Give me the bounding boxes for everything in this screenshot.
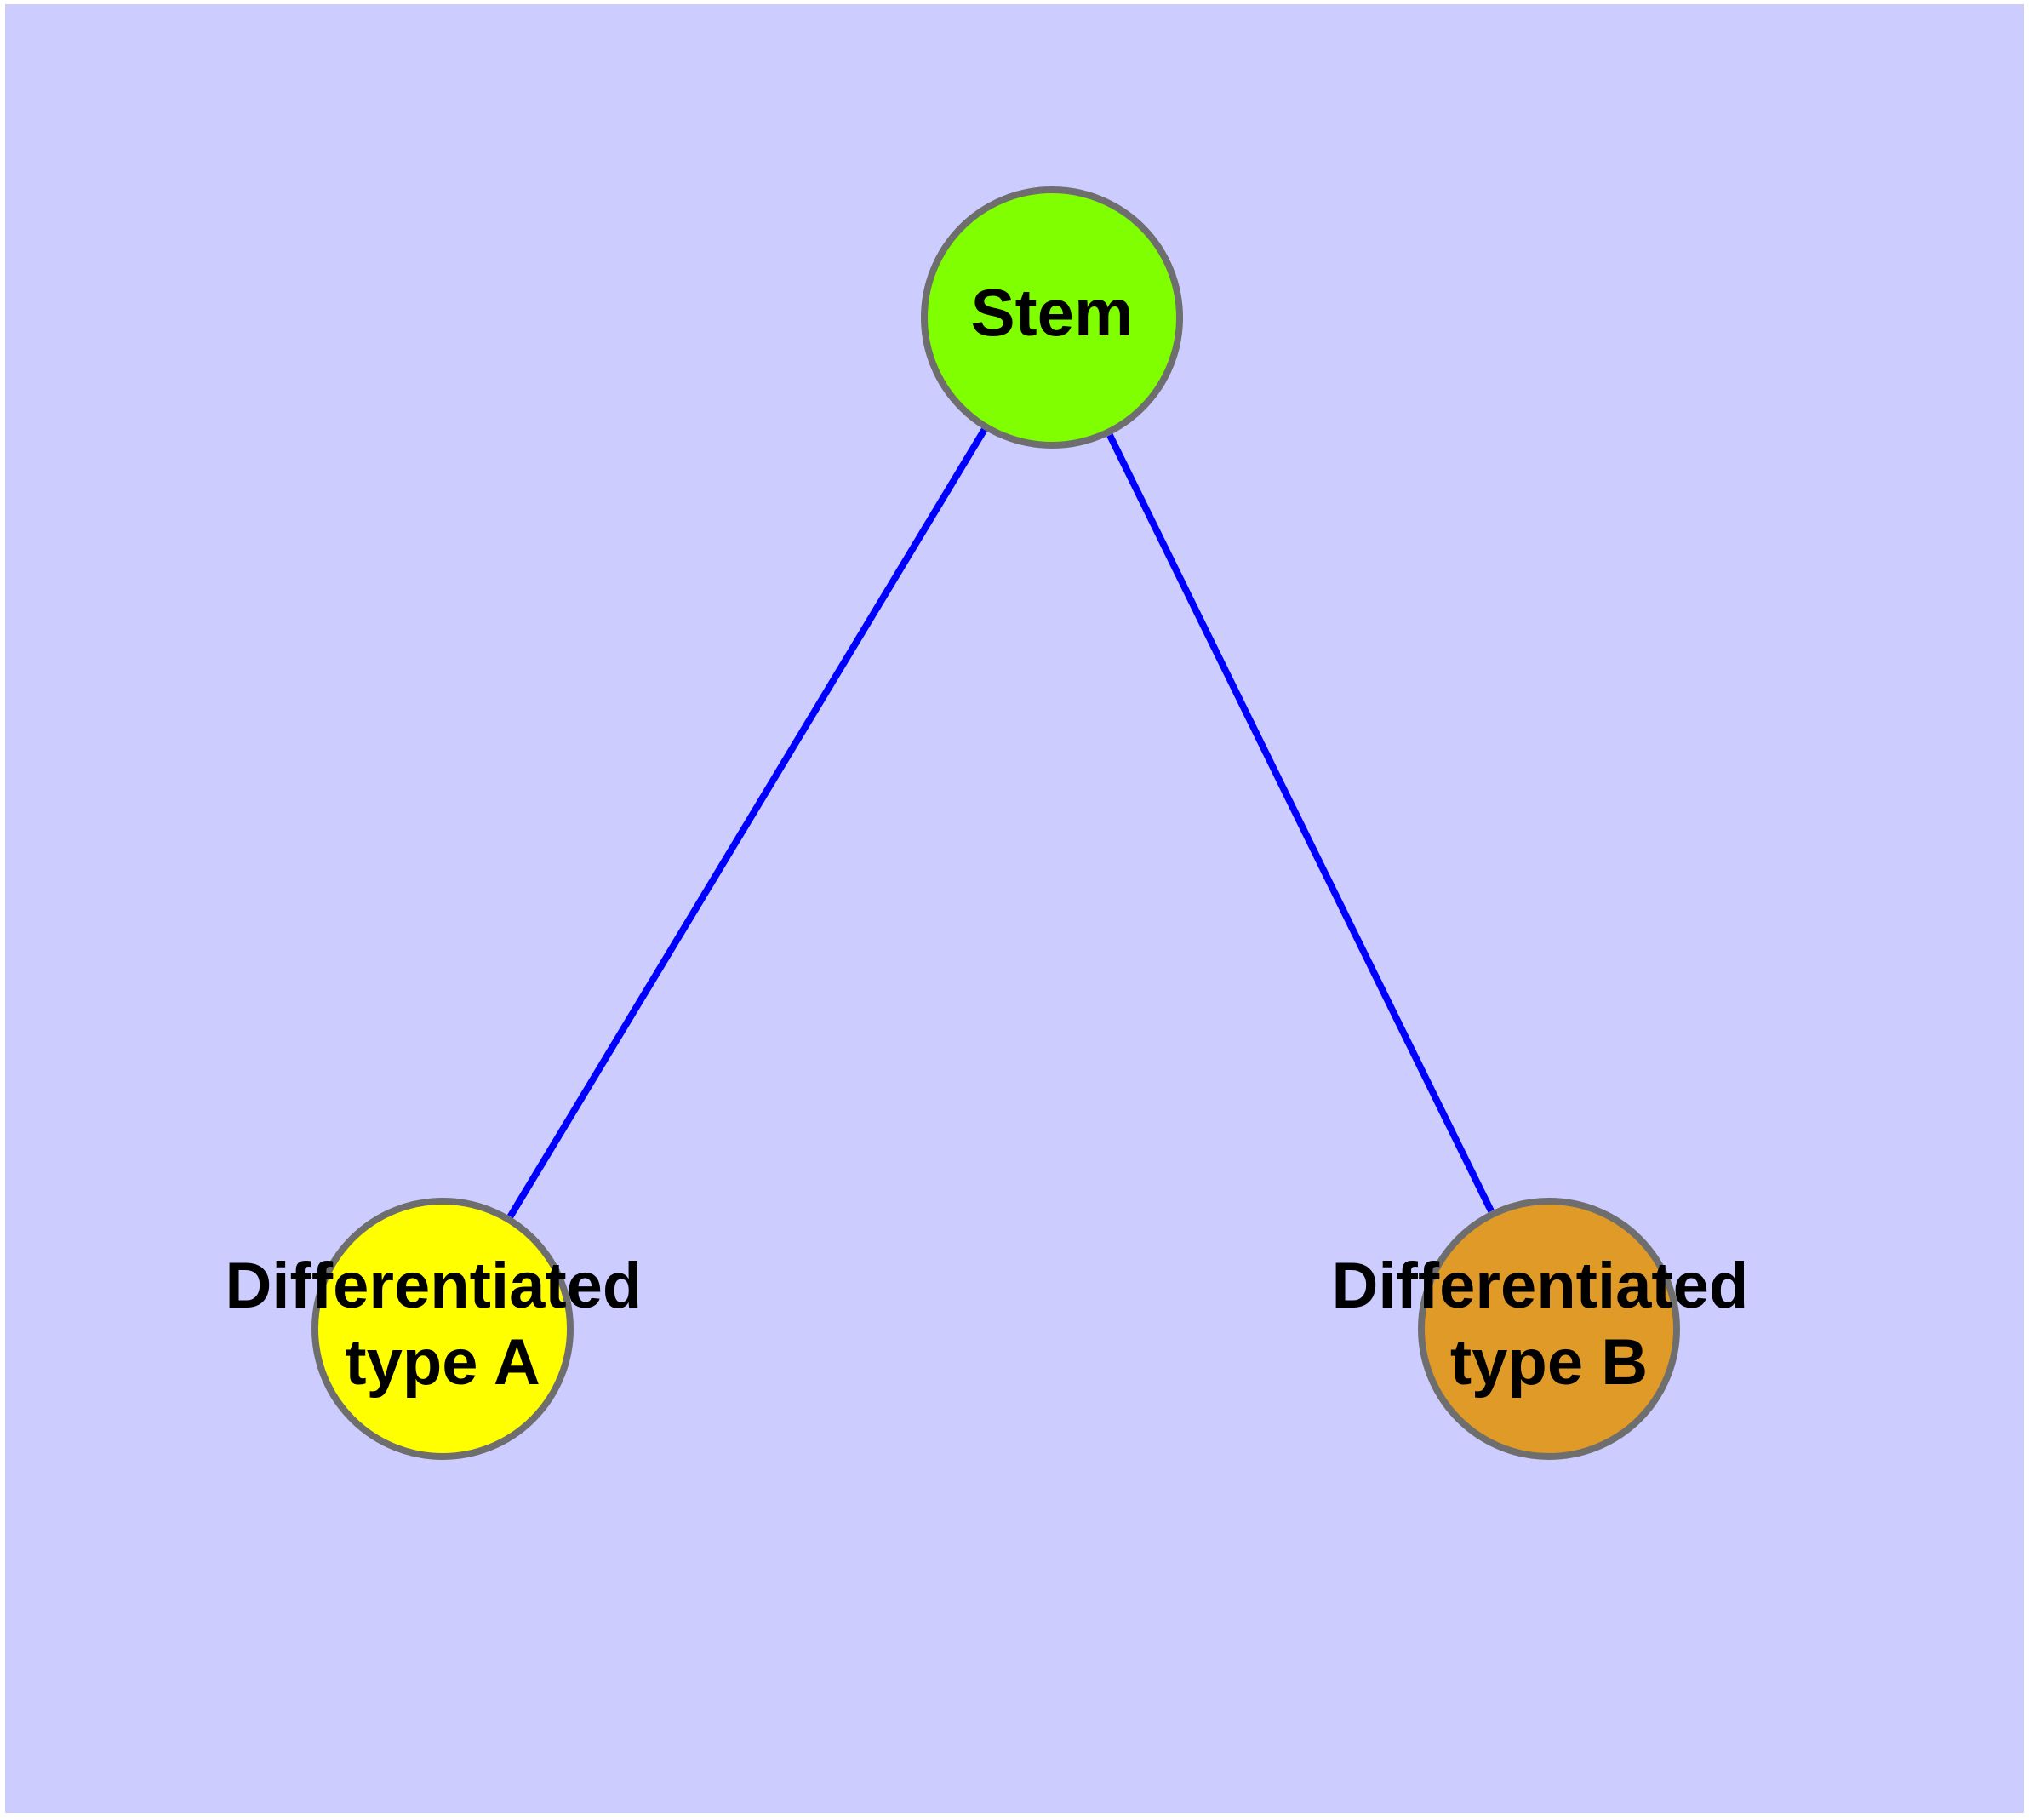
node-label-differentiated-type-b: Differentiated type B <box>1332 1250 1767 1399</box>
node-label-stem: Stem <box>971 275 1134 350</box>
node-label-layer: Stem Differentiated type A Differentiate… <box>226 275 1767 1399</box>
graph-svg: Stem Differentiated type A Differentiate… <box>226 186 1767 1460</box>
node-label-differentiated-type-a: Differentiated type A <box>226 1250 660 1399</box>
edge-stem-to-differentiated-type-b <box>1049 316 1552 1331</box>
node-label-differentiated-type-b-line-2: type B <box>1450 1326 1648 1399</box>
node-layer <box>311 186 1680 1460</box>
node-differentiated-type-a[interactable] <box>311 1198 574 1460</box>
graph-plot-area: Stem Differentiated type A Differentiate… <box>5 4 2024 1813</box>
node-stem[interactable] <box>921 186 1183 449</box>
node-label-stem-line-1: Stem <box>971 275 1134 350</box>
edge-stem-to-differentiated-type-a <box>439 315 1055 1331</box>
node-differentiated-type-b[interactable] <box>1418 1198 1680 1460</box>
edge-layer <box>439 315 1552 1331</box>
node-label-differentiated-type-b-line-1: Differentiated <box>1332 1250 1749 1322</box>
node-label-differentiated-type-a-line-1: Differentiated <box>226 1250 643 1322</box>
node-label-differentiated-type-a-line-2: type A <box>345 1326 540 1399</box>
